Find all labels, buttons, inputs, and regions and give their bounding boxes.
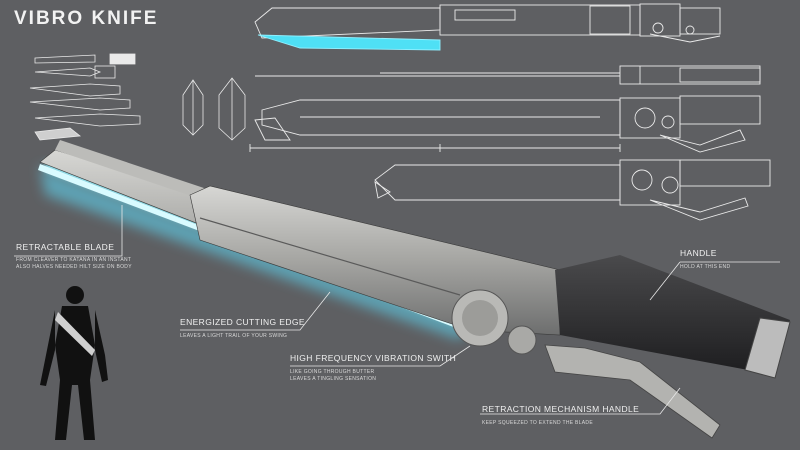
callout-retraction-handle: RETRACTION MECHANISM HANDLE KEEP SQUEEZE… [482, 404, 639, 427]
front-view-sketch [182, 77, 246, 141]
callout-desc-2: ALSO HALVES NEEDED HILT SIZE ON BODY [16, 264, 132, 270]
callout-desc: KEEP SQUEEZED TO EXTEND THE BLADE [482, 420, 593, 426]
side-view-blade-extended [254, 3, 721, 51]
callout-retractable-blade: RETRACTABLE BLADE FROM CLEAVER TO KATANA… [16, 242, 132, 271]
character-silhouette [40, 286, 108, 440]
side-view-blade-thin [255, 65, 761, 85]
side-view-blade-retracted [249, 95, 761, 153]
callout-label: RETRACTABLE BLADE [16, 242, 115, 252]
callout-label: RETRACTION MECHANISM HANDLE [482, 404, 640, 414]
callout-desc-2: LEAVES A TINGLING SENSATION [290, 376, 377, 382]
side-view-knife-closed [374, 159, 771, 221]
callout-desc: HOLD AT THIS END [680, 264, 731, 270]
callout-leaders [14, 205, 780, 415]
knife-render [38, 140, 791, 439]
callout-desc: LEAVES A LIGHT TRAIL OF YOUR SWING [180, 333, 288, 339]
callout-energized-edge: ENERGIZED CUTTING EDGE LEAVES A LIGHT TR… [180, 317, 305, 340]
callout-desc-1: FROM CLEAVER TO KATANA IN AN INSTANT [16, 257, 132, 263]
callout-label: ENERGIZED CUTTING EDGE [180, 317, 305, 327]
callout-label: HANDLE [680, 248, 717, 258]
page-title: VIBRO KNIFE [14, 8, 159, 29]
callout-vibration-switch: HIGH FREQUENCY VIBRATION SWITH LIKE GOIN… [290, 353, 456, 383]
callout-handle: HANDLE HOLD AT THIS END [680, 248, 730, 271]
callout-desc-1: LIKE GOING THROUGH BUTTER [290, 369, 375, 375]
callout-label: HIGH FREQUENCY VIBRATION SWITH [290, 353, 457, 363]
parts-sketches [29, 53, 141, 141]
